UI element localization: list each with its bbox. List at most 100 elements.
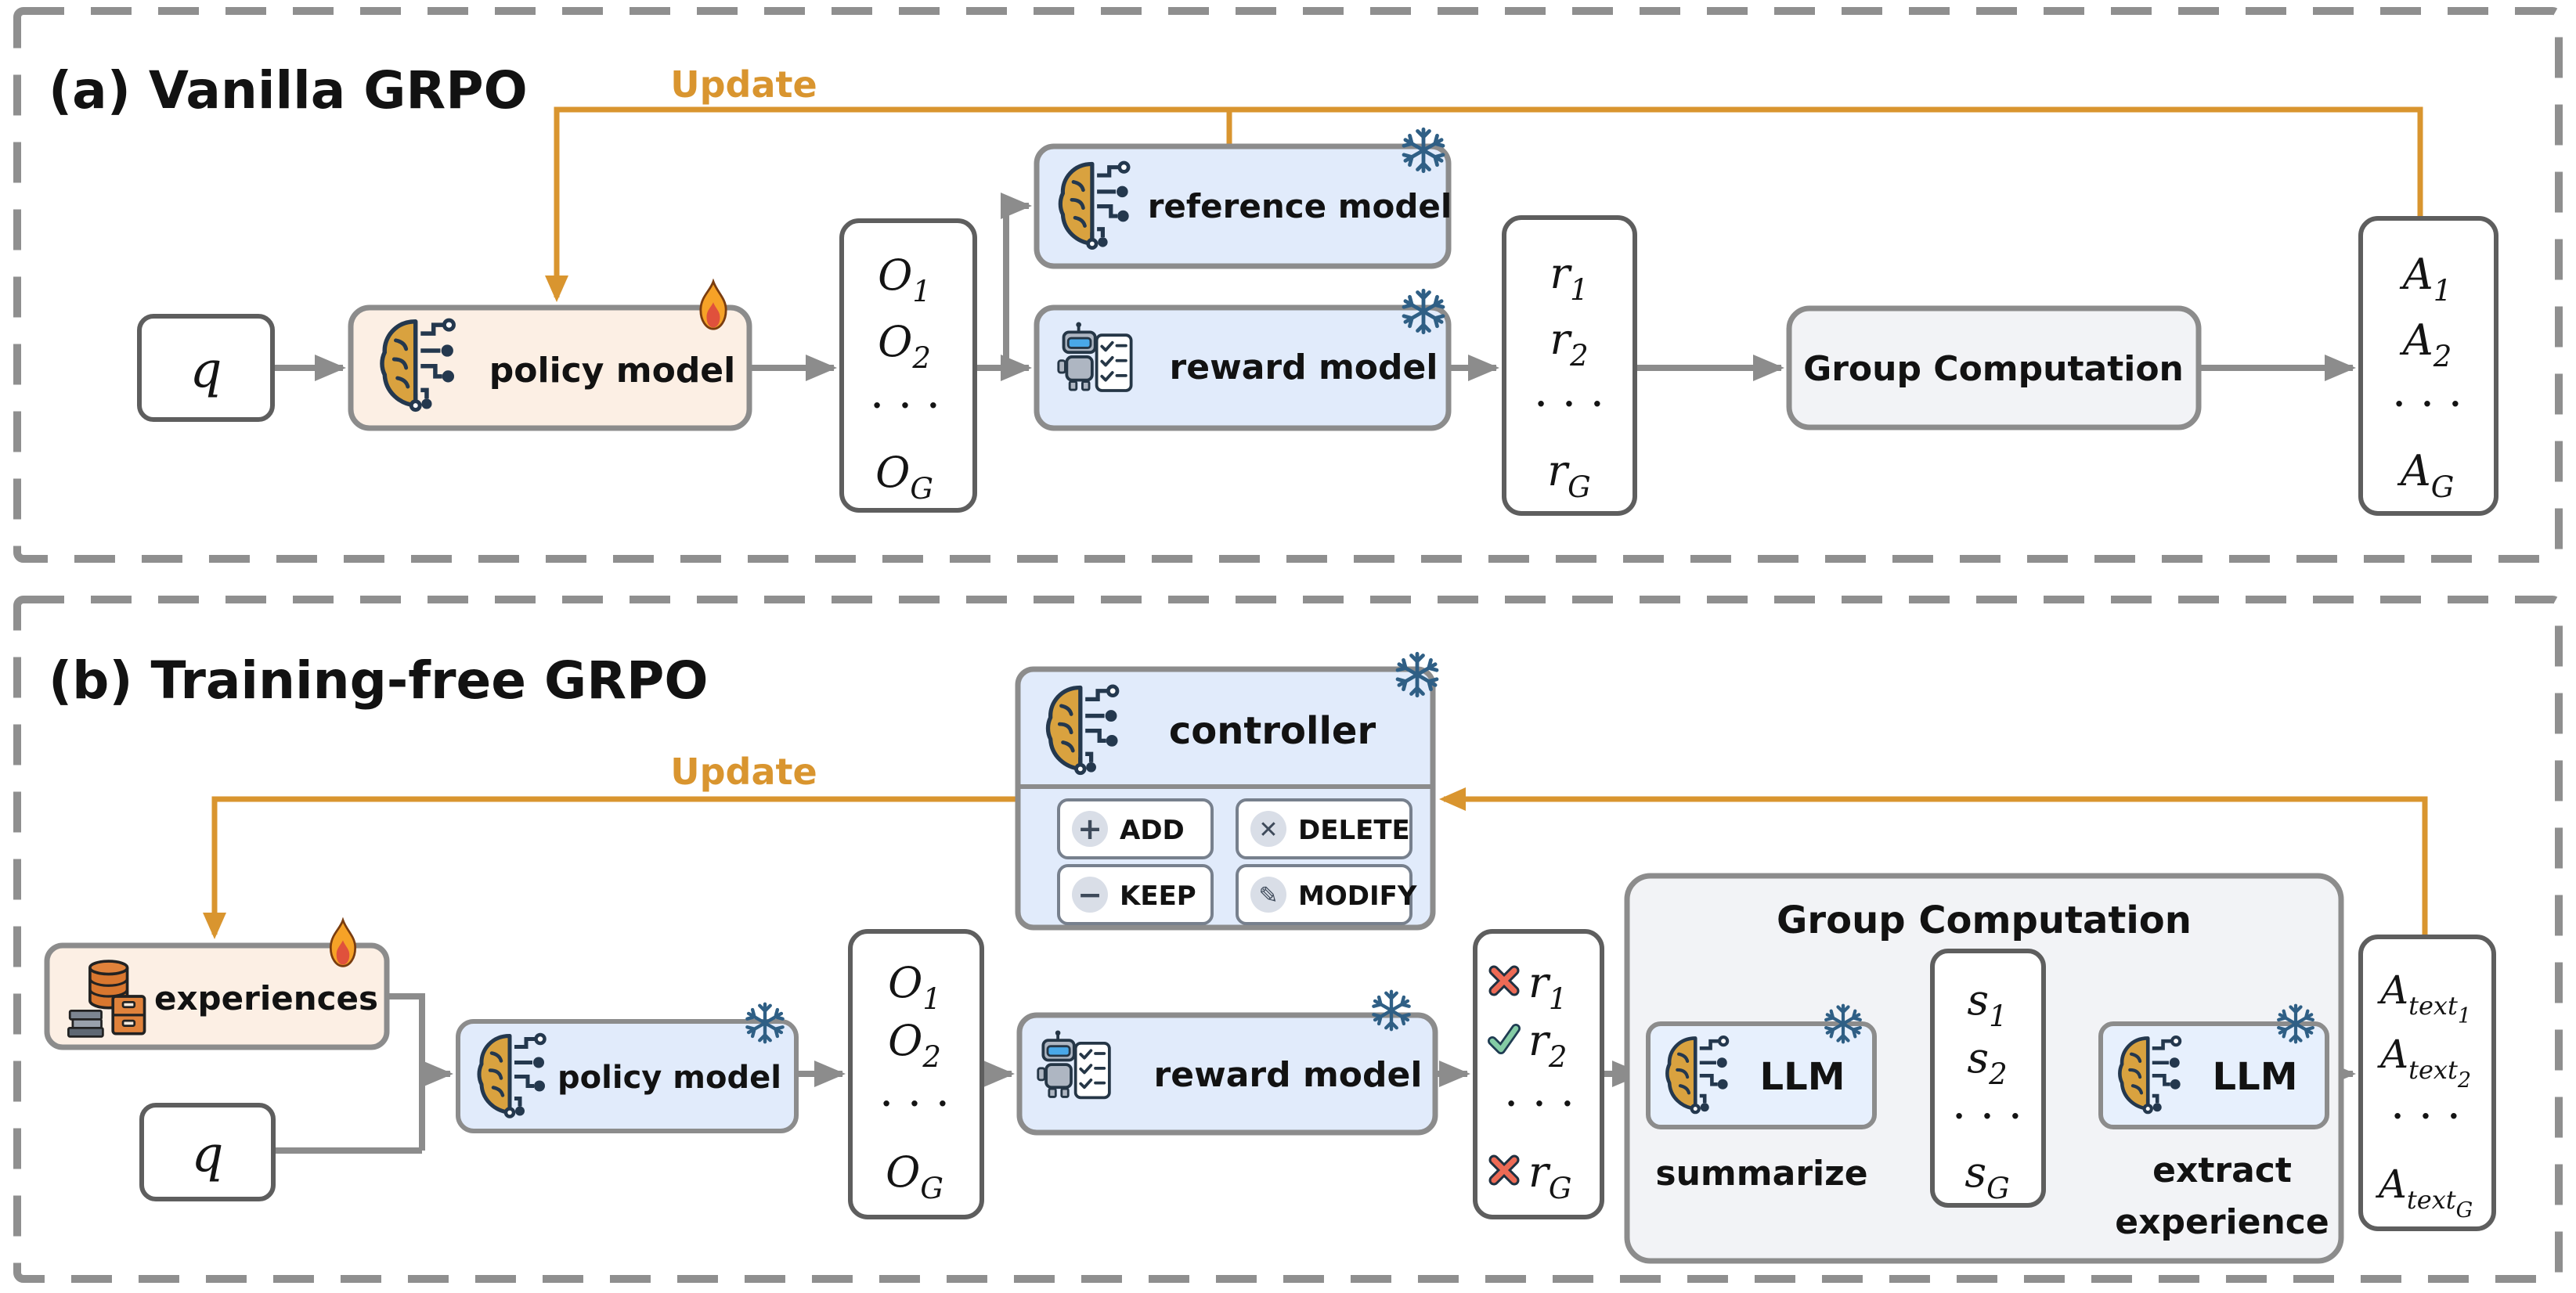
outputs-box-a: O1 O2 · · · OG — [839, 218, 977, 513]
policy-model-a-label: policy model — [489, 351, 735, 391]
advantages-box-a-rect — [2358, 216, 2498, 516]
score-item: s1 — [1967, 975, 2007, 1033]
reward-model-box-b: reward model — [1016, 992, 1438, 1136]
fire-icon — [329, 919, 357, 967]
score-item: s2 — [1967, 1033, 2007, 1091]
group-computation-a-rect — [1786, 305, 2202, 430]
scores-box: s1 s2 · · · sG — [1930, 949, 2046, 1208]
outputs-box-b: O1 O2 · · · OG — [848, 929, 984, 1219]
score-item: sG — [1964, 1147, 2009, 1205]
policy-model-b-label: policy model — [557, 1060, 781, 1096]
update-arrow-controller-to-experiences — [203, 796, 1018, 939]
scores-box-rect — [1930, 949, 2046, 1208]
pencil-glyph: ✎ — [1258, 882, 1278, 909]
connectors-a — [272, 193, 2356, 381]
ellipsis: · · · — [881, 1086, 951, 1122]
experiences-label: experiences — [154, 979, 378, 1017]
panel-b-border — [13, 596, 2563, 1283]
panel-b: (b) Training-free GRPO Update controller… — [13, 596, 2563, 1283]
ellipsis: · · · — [1535, 386, 1606, 423]
ellipsis: · · · — [1954, 1098, 2024, 1135]
reward-item: r1 — [1550, 249, 1588, 307]
rewards-box-a: r1 r2 · · · rG — [1502, 215, 1637, 516]
panel-a: (a) Vanilla GRPO Update q policy — [13, 7, 2563, 563]
advantage-item: AtextG — [2376, 1162, 2473, 1223]
ellipsis: · · · — [2394, 386, 2464, 423]
branch-trunk-a — [975, 206, 1009, 371]
extract-caption-line1: extract — [2152, 1151, 2292, 1190]
query-box-b-rect — [139, 1103, 276, 1201]
plus-glyph: + — [1077, 812, 1102, 846]
delete-button-rect — [1236, 798, 1412, 859]
update-arrow-a — [545, 106, 2423, 302]
add-button-label: ADD — [1120, 815, 1185, 846]
group-computation-b-label: Group Computation — [1777, 899, 2192, 942]
advantage-item: AG — [2397, 446, 2455, 504]
llm-summarize-box: LLM summarize — [1646, 1006, 1877, 1194]
reference-model-box: reference model — [1034, 129, 1452, 269]
update-label-a: Update — [670, 63, 817, 106]
policy-model-box-a: policy model — [348, 280, 752, 431]
controller-button-modify: ✎ MODIFY — [1236, 864, 1417, 925]
reward-model-a-rect — [1034, 304, 1452, 431]
panel-a-border — [13, 7, 2563, 563]
output-item: O2 — [878, 317, 931, 375]
advantages-box-b: Atext1 Atext2 · · · AtextG — [2358, 935, 2496, 1231]
modify-button-label: MODIFY — [1298, 881, 1417, 912]
snowflake-icon — [1373, 992, 1411, 1029]
cross-icon — [1494, 971, 1514, 991]
advantage-item: A1 — [2399, 250, 2452, 308]
controller-rect — [1015, 666, 1436, 931]
policy-model-b-rect — [456, 1019, 799, 1133]
reward-item: r2 — [1528, 1016, 1567, 1074]
pencil-icon — [1250, 877, 1286, 913]
rewards-box-b: r1 r2 · · · rG — [1473, 929, 1604, 1219]
experiences-box: experiences — [44, 919, 390, 1050]
minus-icon — [1072, 877, 1108, 913]
rewards-box-a-rect — [1502, 215, 1637, 516]
group-computation-box-a: Group Computation — [1786, 305, 2202, 430]
query-label-a: q — [190, 341, 222, 399]
rewards-box-b-rect — [1473, 929, 1604, 1219]
update-flow-b: Update — [203, 751, 2428, 939]
outputs-box-a-rect — [839, 218, 977, 513]
modify-button-rect — [1236, 864, 1412, 925]
group-computation-a-label: Group Computation — [1803, 349, 2184, 389]
reward-item: rG — [1547, 446, 1590, 504]
reference-model-label: reference model — [1148, 187, 1452, 225]
reward-item: rG — [1528, 1147, 1571, 1205]
panel-b-title: (b) Training-free GRPO — [49, 650, 709, 711]
cross-icon — [1494, 1160, 1514, 1180]
advantages-box-b-rect — [2358, 935, 2496, 1231]
reward-model-b-rect — [1016, 1012, 1438, 1136]
output-item: O1 — [888, 958, 941, 1016]
controller-button-add: + ADD — [1057, 798, 1214, 859]
query-box-a: q — [137, 314, 275, 422]
controller-label: controller — [1169, 709, 1376, 753]
merge-trunk-b — [273, 993, 425, 1154]
output-item: O1 — [878, 250, 931, 308]
reward-model-a-label: reward model — [1170, 348, 1438, 387]
update-flow-a: Update — [545, 63, 2423, 302]
outputs-box-b-rect — [848, 929, 984, 1219]
output-item: OG — [875, 448, 933, 506]
ellipsis: · · · — [2392, 1098, 2462, 1135]
reference-model-rect — [1034, 143, 1452, 269]
query-box-a-rect — [137, 314, 275, 422]
group-computation-box-b: Group Computation LLM summarize s1 s2 · … — [1624, 873, 2344, 1264]
query-box-b: q — [139, 1103, 276, 1201]
extract-caption-line2: experience — [2115, 1202, 2329, 1242]
llm2-label: LLM — [2213, 1055, 2298, 1099]
controller-box: controller + ADD ✕ DELETE − KEEP — [1015, 654, 1438, 931]
update-arrow-advantages-to-controller — [1439, 787, 2428, 937]
controller-button-delete: ✕ DELETE — [1236, 798, 1412, 859]
reward-item: r2 — [1550, 315, 1588, 373]
reward-model-box-a: reward model — [1034, 290, 1452, 431]
panel-a-title: (a) Vanilla GRPO — [49, 60, 528, 121]
llm-extract-box: LLM extract experience — [2098, 1006, 2329, 1242]
delete-glyph: ✕ — [1258, 816, 1278, 844]
summarize-caption: summarize — [1655, 1154, 1867, 1194]
policy-model-a-rect — [348, 304, 752, 431]
query-label-b: q — [192, 1126, 224, 1183]
